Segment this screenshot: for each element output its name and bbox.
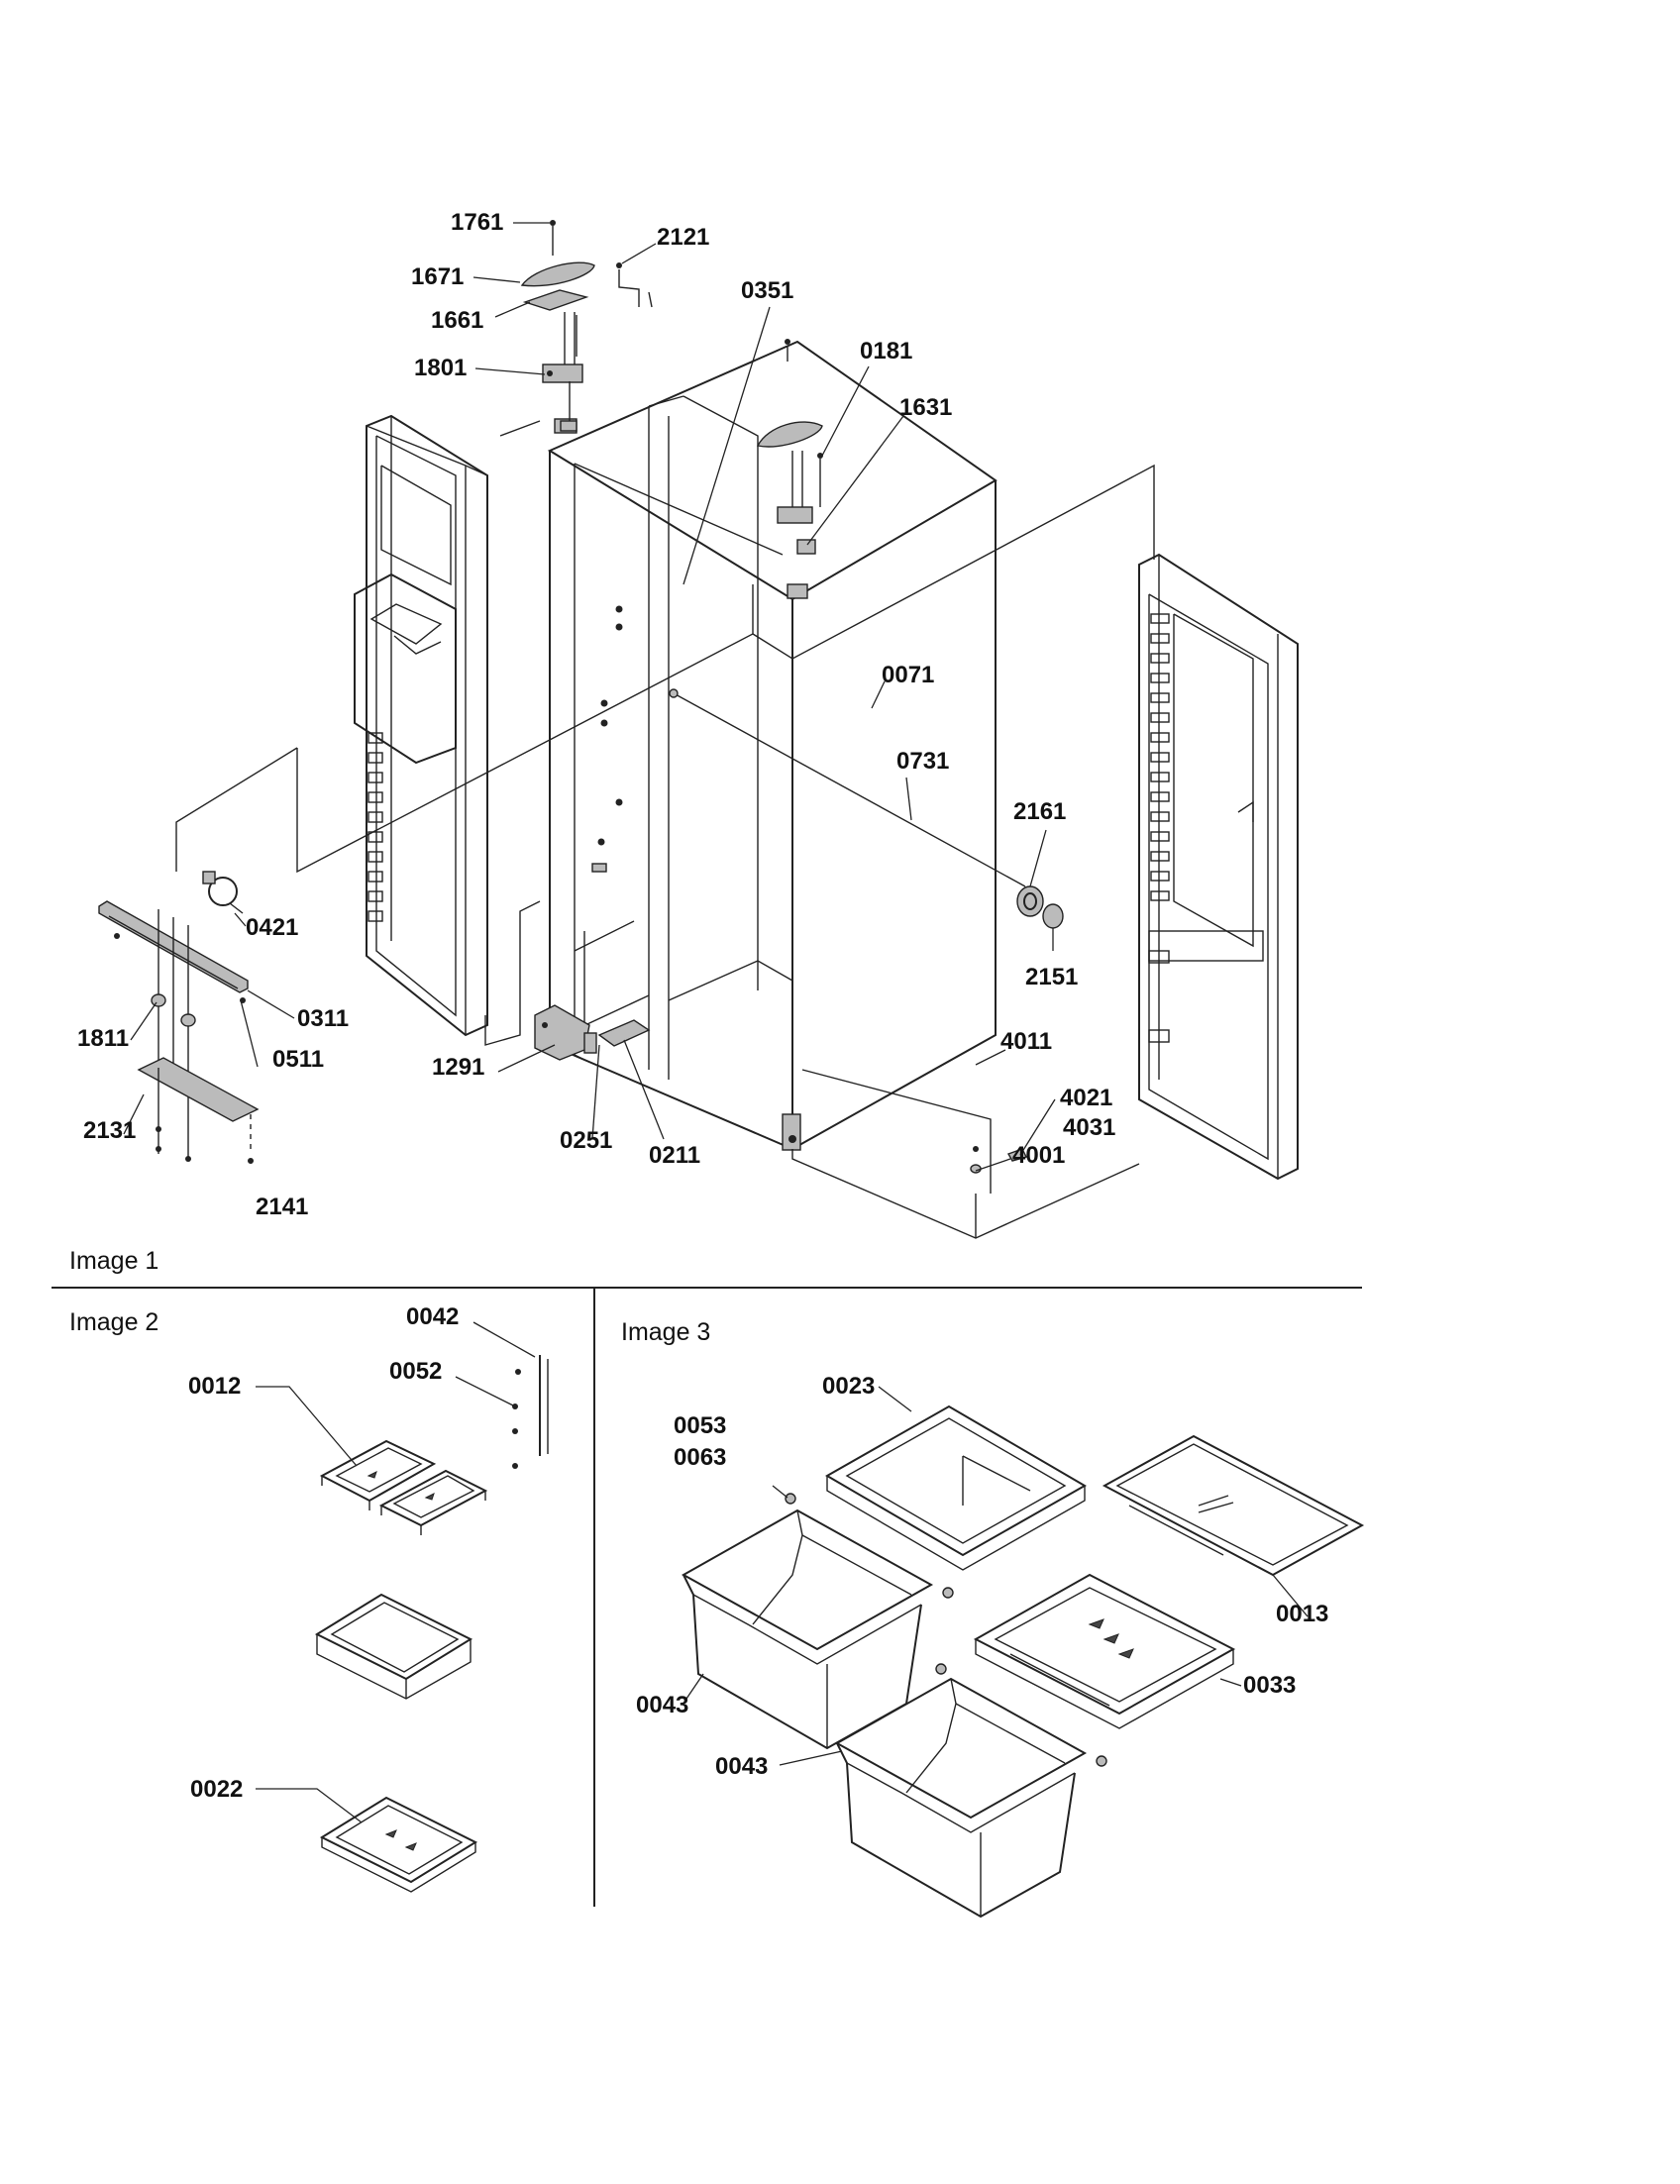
split-shelf-0012 bbox=[319, 1439, 488, 1535]
callout-1631: 1631 bbox=[899, 394, 953, 421]
door-bin-rail bbox=[512, 1355, 549, 1469]
callout-0351: 0351 bbox=[741, 277, 794, 304]
lower-hinge-left bbox=[98, 900, 260, 1164]
callout-2151: 2151 bbox=[1025, 964, 1079, 990]
callout-0311: 0311 bbox=[297, 1005, 350, 1032]
crisper-cover-0023 bbox=[824, 1404, 1088, 1571]
callout-0023: 0023 bbox=[822, 1373, 876, 1400]
callout-1661: 1661 bbox=[431, 307, 484, 334]
callout-0063: 0063 bbox=[674, 1444, 727, 1471]
callout-4031: 4031 bbox=[1063, 1114, 1116, 1141]
freezer-door-left bbox=[354, 414, 488, 1037]
callout-1801: 1801 bbox=[414, 355, 468, 381]
callout-0511: 0511 bbox=[272, 1046, 325, 1073]
callout-4021: 4021 bbox=[1060, 1085, 1113, 1111]
callout-0731: 0731 bbox=[896, 748, 950, 775]
callout-0012: 0012 bbox=[188, 1373, 242, 1400]
callout-0052: 0052 bbox=[389, 1358, 443, 1385]
panel-title-image3: Image 3 bbox=[621, 1318, 711, 1346]
crisper-drawer-lower bbox=[834, 1663, 1107, 1919]
upper-hinge-left bbox=[520, 220, 653, 432]
callout-0043-upper: 0043 bbox=[636, 1692, 689, 1718]
callout-0181: 0181 bbox=[860, 338, 913, 364]
callout-0211: 0211 bbox=[649, 1142, 701, 1169]
callout-0421: 0421 bbox=[246, 914, 299, 941]
callout-0071: 0071 bbox=[882, 662, 935, 688]
callout-1811: 1811 bbox=[77, 1025, 130, 1052]
shelf-0022 bbox=[319, 1796, 478, 1893]
full-shelf-image2 bbox=[314, 1593, 473, 1700]
callout-0043-lower: 0043 bbox=[715, 1753, 769, 1780]
fresh-food-door-right bbox=[1138, 553, 1299, 1181]
panel-title-image2: Image 2 bbox=[69, 1308, 159, 1336]
callout-2131: 2131 bbox=[83, 1117, 137, 1144]
callout-0033: 0033 bbox=[1243, 1672, 1297, 1699]
callout-2141: 2141 bbox=[256, 1194, 309, 1220]
crisper-drawer-upper bbox=[681, 1493, 954, 1750]
upper-hinge-right bbox=[756, 339, 823, 555]
callout-4001: 4001 bbox=[1012, 1142, 1066, 1169]
panel-title-image1: Image 1 bbox=[69, 1247, 159, 1275]
callout-0013: 0013 bbox=[1276, 1601, 1329, 1627]
callout-2121: 2121 bbox=[657, 224, 710, 251]
callout-0251: 0251 bbox=[560, 1127, 613, 1154]
bottom-hinge-left bbox=[534, 1004, 651, 1061]
callout-1291: 1291 bbox=[432, 1054, 485, 1081]
callout-2161: 2161 bbox=[1013, 798, 1067, 825]
callout-1671: 1671 bbox=[411, 263, 465, 290]
glass-shelf-0013 bbox=[1102, 1434, 1365, 1577]
callout-1761: 1761 bbox=[451, 209, 504, 236]
callout-4011: 4011 bbox=[1000, 1028, 1053, 1055]
crisper-cover-0033 bbox=[973, 1573, 1236, 1729]
callout-0042: 0042 bbox=[406, 1303, 460, 1330]
lamp-0421 bbox=[202, 871, 244, 914]
callout-0022: 0022 bbox=[190, 1776, 244, 1803]
callout-0053: 0053 bbox=[674, 1412, 727, 1439]
